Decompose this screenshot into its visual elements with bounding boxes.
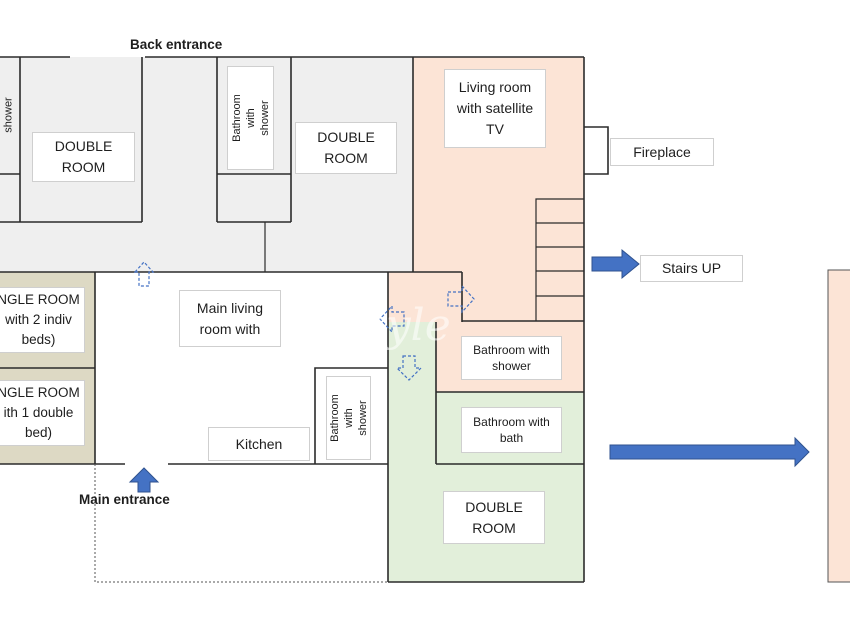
main-entrance-arrow (128, 467, 160, 493)
kitchen-label: Kitchen (208, 427, 310, 461)
door-arrow-up-dashed (133, 261, 155, 287)
right-panel-outline (827, 269, 850, 583)
peach-hall (388, 272, 462, 322)
main-living-room-label: Main living room with (179, 290, 281, 347)
door-arrow-left-dashed (379, 304, 405, 334)
back-entrance-label: Back entrance (130, 37, 223, 52)
double-room-label-2: DOUBLE ROOM (295, 122, 397, 174)
fireplace-label: Fireplace (610, 138, 714, 166)
shower-edge-label: shower (3, 97, 15, 133)
living-room-tv-label: Living room with satellite TV (444, 69, 546, 148)
double-room-label-3: DOUBLE ROOM (443, 491, 545, 544)
bathroom-with-bath-label: Bathroom with bath (461, 407, 562, 453)
door-arrow-right-dashed (447, 284, 475, 314)
bathroom-with-shower-label-right: Bathroom with shower (461, 336, 562, 380)
main-entrance-label: Main entrance (79, 492, 170, 507)
single-room-label-2: NGLE ROOM ith 1 double bed) (0, 380, 85, 446)
stairs (535, 198, 584, 321)
dotted-path (94, 464, 388, 583)
stairs-up-arrow (591, 248, 640, 280)
fireplace-wall (584, 126, 609, 175)
right-peach-panel (828, 270, 850, 582)
bathroom-with-shower-label-top: Bathroom with shower (227, 66, 274, 170)
wall (314, 367, 388, 464)
stairs-up-label: Stairs UP (640, 255, 743, 282)
single-room-label-1: NGLE ROOM with 2 indiv beds) (0, 287, 85, 353)
bathroom-with-shower-label-mid: Bathroom with shower (326, 376, 371, 460)
double-room-label-1: DOUBLE ROOM (32, 132, 135, 182)
right-arrow (609, 436, 810, 468)
